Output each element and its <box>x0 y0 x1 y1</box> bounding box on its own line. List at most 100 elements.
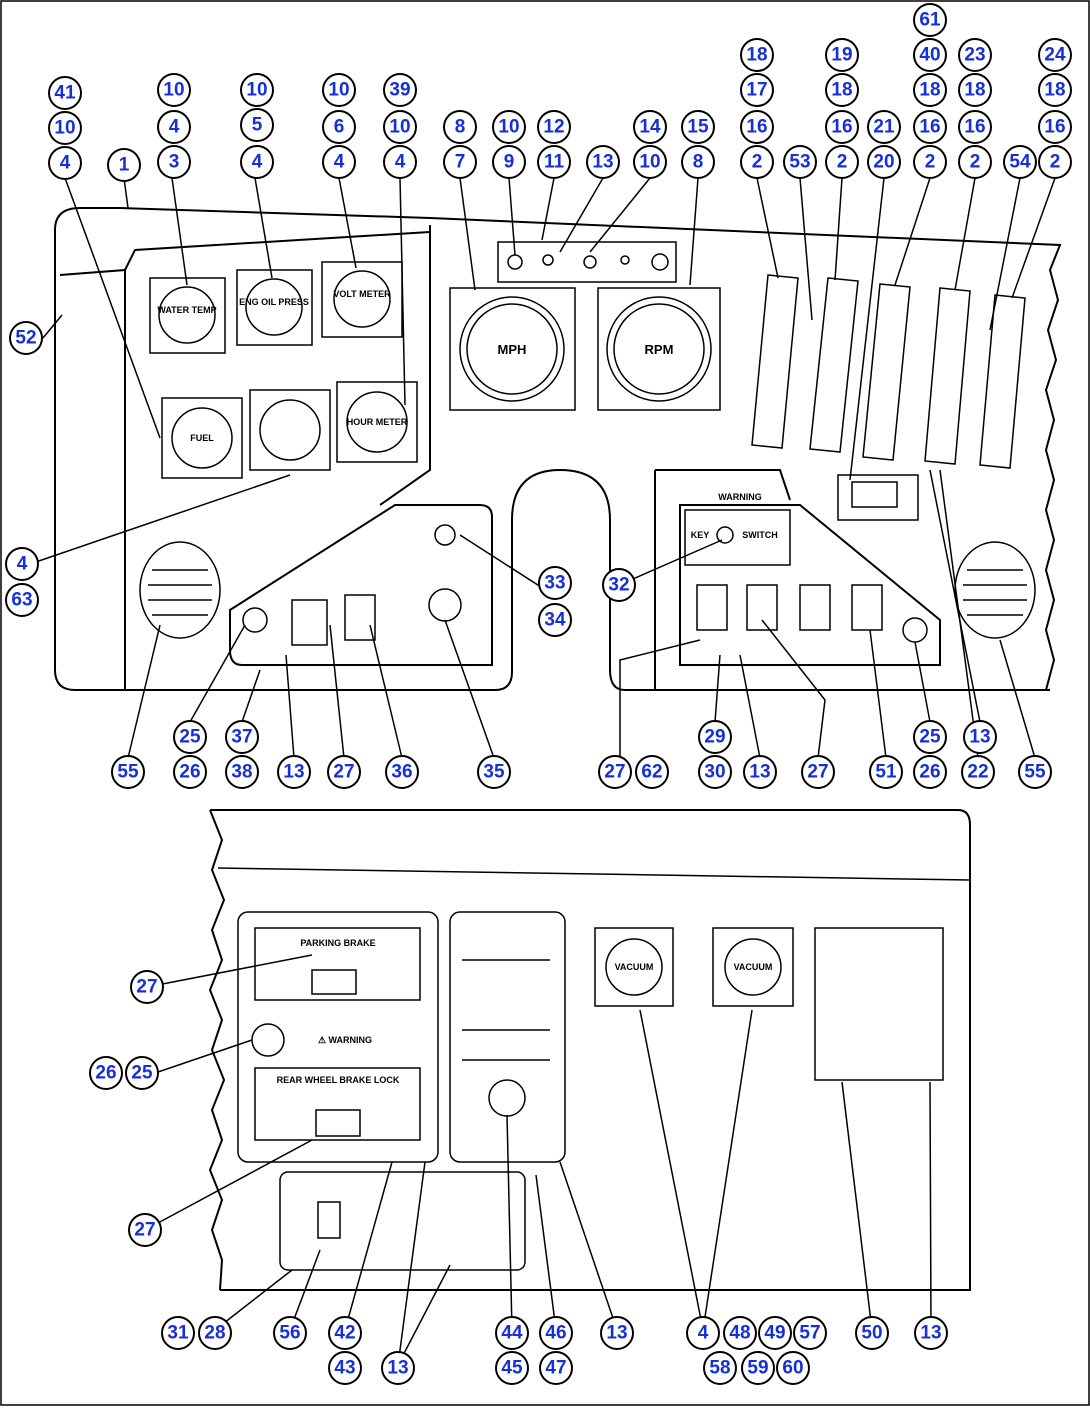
callout-56: 56 <box>273 1316 307 1350</box>
callout-label: 43 <box>334 1358 355 1379</box>
callout-33: 33 <box>538 566 572 600</box>
callout-16: 16 <box>1038 110 1072 144</box>
speedometer-label: MPH <box>498 342 527 357</box>
callout-label: 22 <box>967 762 988 783</box>
indicator-lamp-left <box>242 607 268 633</box>
callout-label: 16 <box>919 117 940 138</box>
warning-panel-title: WARNING <box>718 492 762 502</box>
callout-16: 16 <box>825 110 859 144</box>
callout-label: 3 <box>169 152 180 173</box>
callout-label: 2 <box>837 152 848 173</box>
callout-39: 39 <box>383 73 417 107</box>
slanted-gauge-2 <box>809 277 859 453</box>
callout-label: 59 <box>747 1358 768 1379</box>
callout-50: 50 <box>855 1316 889 1350</box>
callout-27: 27 <box>598 755 632 789</box>
callout-29: 29 <box>698 720 732 754</box>
upper-dashboard: WATER TEMP ENG OIL PRESS VOLT METER FUEL… <box>54 207 1062 691</box>
callout-label: 7 <box>455 152 466 173</box>
callout-10: 10 <box>240 73 274 107</box>
slanted-gauge-3 <box>862 283 911 461</box>
horn-button <box>434 524 456 546</box>
callout-35: 35 <box>477 755 511 789</box>
left-switch-plate <box>229 504 493 666</box>
callout-label: 10 <box>639 152 660 173</box>
eng-oil-press-gauge: ENG OIL PRESS <box>236 269 313 346</box>
callout-label: 2 <box>752 152 763 173</box>
callout-label: 35 <box>483 762 505 783</box>
callout-13: 13 <box>600 1316 634 1350</box>
callout-label: 13 <box>592 152 613 173</box>
callout-18: 18 <box>913 73 947 107</box>
callout-label: 2 <box>925 152 936 173</box>
callout-label: 12 <box>543 117 564 138</box>
callout-label: 18 <box>831 80 852 101</box>
callout-label: 36 <box>391 762 412 783</box>
callout-label: 42 <box>334 1323 355 1344</box>
callout-label: 56 <box>279 1323 300 1344</box>
vacuum-left-label: VACUUM <box>615 962 654 972</box>
vacuum-right-label: VACUUM <box>734 962 773 972</box>
callout-27: 27 <box>128 1213 162 1247</box>
callout-label: 16 <box>964 117 985 138</box>
callout-12: 12 <box>537 110 571 144</box>
callout-label: 32 <box>608 575 629 596</box>
ignition-key-icon <box>716 526 734 544</box>
voltmeter-gauge: VOLT METER <box>321 261 403 338</box>
callout-label: 10 <box>498 117 519 138</box>
callout-40: 40 <box>913 38 947 72</box>
dashboard-broken-edge <box>119 207 1062 691</box>
callout-4: 4 <box>383 145 417 179</box>
callout-label: 4 <box>334 152 345 173</box>
callout-label: 25 <box>131 1063 153 1084</box>
callout-label: 13 <box>387 1358 408 1379</box>
fuel-gauge: FUEL <box>161 397 243 479</box>
callout-58: 58 <box>703 1351 737 1385</box>
callout-54: 54 <box>1003 145 1037 179</box>
callout-label: 63 <box>11 590 32 611</box>
callout-46: 46 <box>539 1316 573 1350</box>
callout-10: 10 <box>322 73 356 107</box>
callout-label: 25 <box>179 727 201 748</box>
callout-13: 13 <box>914 1316 948 1350</box>
brake-panel: PARKING BRAKE ⚠ WARNING REAR WHEEL BRAKE… <box>237 911 439 1163</box>
callout-48: 48 <box>723 1316 757 1350</box>
callout-24: 24 <box>1038 38 1072 72</box>
battery-disconnect-switch <box>317 1201 341 1239</box>
callout-label: 26 <box>179 762 200 783</box>
callout-label: 34 <box>544 610 566 631</box>
callout-label: 15 <box>687 117 709 138</box>
callout-label: 18 <box>919 80 940 101</box>
callout-47: 47 <box>539 1351 573 1385</box>
vent-left <box>139 541 221 639</box>
right-switch-plate: WARNING KEY SWITCH <box>679 492 941 666</box>
callout-label: 57 <box>799 1323 820 1344</box>
callout-59: 59 <box>741 1351 775 1385</box>
callout-label: 16 <box>1044 117 1065 138</box>
callout-label: 10 <box>389 117 410 138</box>
callout-30: 30 <box>698 755 732 789</box>
callout-label: 11 <box>544 152 565 173</box>
callout-label: 9 <box>504 152 515 173</box>
callout-label: 25 <box>919 727 941 748</box>
callout-32: 32 <box>602 568 636 602</box>
callout-45: 45 <box>495 1351 529 1385</box>
callout-3: 3 <box>157 145 191 179</box>
callout-4: 4 <box>686 1316 720 1350</box>
callout-label: 16 <box>746 117 767 138</box>
callout-label: 17 <box>746 80 767 101</box>
callout-26: 26 <box>89 1056 123 1090</box>
callout-label: 10 <box>328 80 349 101</box>
slanted-gauge-5 <box>979 294 1026 469</box>
callout-label: 8 <box>693 152 704 173</box>
callout-label: 50 <box>861 1323 882 1344</box>
lower-console: PARKING BRAKE ⚠ WARNING REAR WHEEL BRAKE… <box>208 809 971 1291</box>
callout-label: 29 <box>704 727 725 748</box>
rocker-switch-3 <box>799 584 831 631</box>
callout-label: 58 <box>709 1358 730 1379</box>
console-upper-edge <box>217 867 971 881</box>
bezel-top-edge <box>59 231 431 276</box>
blank-cover-plate <box>814 927 944 1081</box>
callout-61: 61 <box>913 3 947 37</box>
callout-label: 10 <box>163 80 184 101</box>
